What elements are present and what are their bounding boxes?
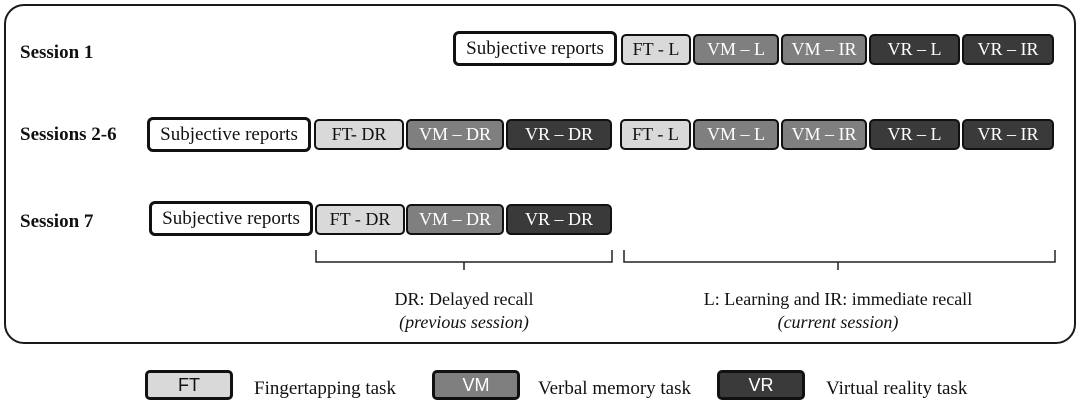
legend-ft-swatch: FT — [145, 370, 233, 400]
sessions-2-6-label: Sessions 2-6 — [20, 124, 117, 145]
session-7-vm-dr: VM – DR — [406, 204, 504, 235]
legend-vm-text: Verbal memory task — [538, 378, 692, 399]
legend-vm-swatch: VM — [432, 370, 520, 400]
session-7-vr-dr: VR – DR — [506, 204, 612, 235]
session-1-vr-ir: VR – IR — [962, 34, 1054, 65]
sessions-2-6-subjective-reports: Subjective reports — [147, 117, 311, 152]
session-1-ft-l: FT - L — [621, 34, 691, 65]
sessions-2-6-ft-l: FT - L — [620, 119, 691, 150]
session-1-vm-l: VM – L — [693, 34, 779, 65]
legend-vr-text: Virtual reality task — [826, 378, 968, 399]
l-annotation-title: L: Learning and IR: immediate recall — [703, 289, 973, 309]
l-brace — [623, 250, 1056, 270]
legend-ft-text: Fingertapping task — [254, 378, 396, 399]
sessions-2-6-vr-dr: VR – DR — [506, 119, 612, 150]
sessions-2-6-vm-ir: VM – IR — [781, 119, 867, 150]
session-1-label: Session 1 — [20, 42, 94, 63]
l-annotation: L: Learning and IR: immediate recall (cu… — [648, 289, 1028, 333]
l-annotation-sub: (current session) — [777, 312, 899, 332]
sessions-2-6-vr-ir: VR – IR — [962, 119, 1054, 150]
session-1-vr-l: VR – L — [869, 34, 960, 65]
sessions-2-6-vr-l: VR – L — [869, 119, 960, 150]
sessions-2-6-vm-l: VM – L — [693, 119, 779, 150]
session-1-vm-ir: VM – IR — [781, 34, 867, 65]
session-7-label: Session 7 — [20, 211, 94, 232]
dr-brace — [315, 250, 613, 270]
dr-annotation-title: DR: Delayed recall — [394, 289, 534, 309]
session-7-subjective-reports: Subjective reports — [149, 201, 313, 236]
dr-annotation-sub: (previous session) — [399, 312, 529, 332]
sessions-2-6-ft-dr: FT- DR — [314, 119, 404, 150]
sessions-2-6-vm-dr: VM – DR — [406, 119, 504, 150]
session-7-ft-dr: FT - DR — [315, 204, 405, 235]
legend-vr-swatch: VR — [717, 370, 805, 400]
dr-annotation: DR: Delayed recall (previous session) — [364, 289, 564, 333]
sessions-frame — [4, 4, 1076, 344]
session-1-subjective-reports: Subjective reports — [453, 31, 617, 66]
